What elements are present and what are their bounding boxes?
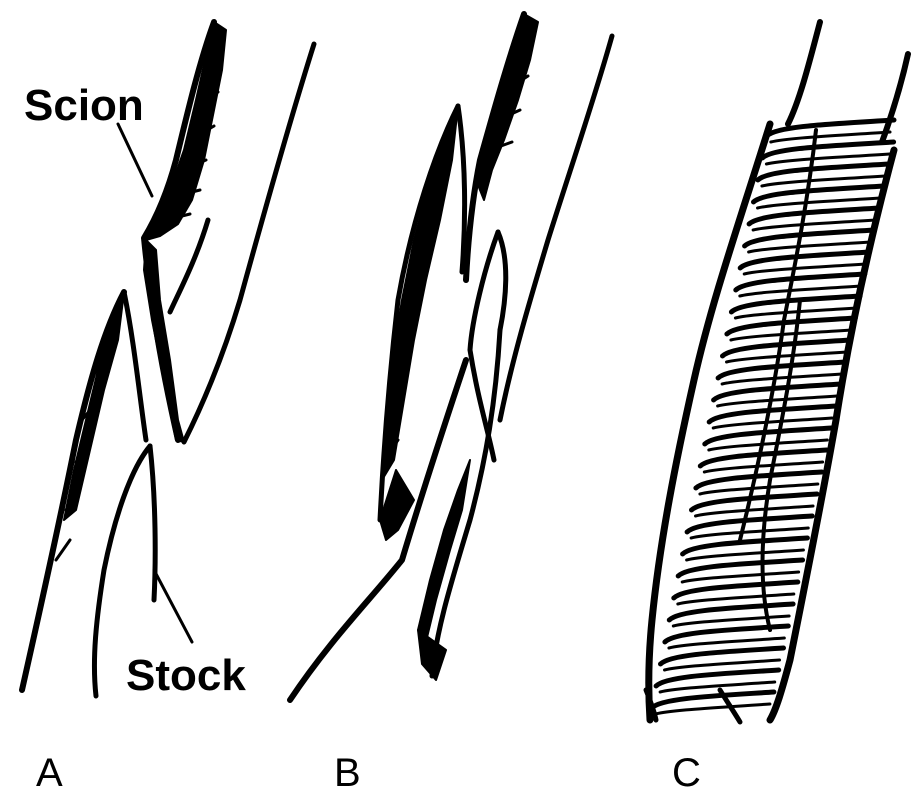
binding-wrap-edge <box>696 506 814 516</box>
panel-c-binding <box>649 120 894 720</box>
binding-wrap-edge <box>762 176 885 186</box>
binding-wrap-edge <box>704 462 822 472</box>
panel-b-drawing <box>290 14 612 700</box>
panel-label-c: C <box>672 751 701 787</box>
binding-wrap-edge <box>713 418 832 428</box>
binding-wrap-edge <box>766 154 889 164</box>
panel-a-stock <box>22 292 155 696</box>
binding-wrap-edge <box>665 660 780 670</box>
binding-wrap-edge <box>749 242 871 252</box>
panel-label-a: A <box>36 751 63 787</box>
binding-wrap-edge <box>700 484 818 494</box>
binding-wrap-edge <box>673 616 789 626</box>
binding-wrap-edge <box>758 198 881 208</box>
binding-wrap-edge <box>709 440 828 450</box>
binding-wrap-edge <box>669 638 784 648</box>
panel-label-b: B <box>334 751 361 787</box>
binding-wrap-edge <box>731 330 851 340</box>
binding-wrap-edge <box>735 308 856 318</box>
binding-wrap-edge <box>727 352 847 362</box>
binding-wrap-edge <box>771 132 890 142</box>
panel-a-scion <box>144 22 314 442</box>
scion-label: Scion <box>24 81 144 130</box>
scion-leader-line <box>118 124 152 196</box>
binding-wrap-edge <box>678 594 794 604</box>
stock-label: Stock <box>126 651 246 700</box>
binding-wrap-edge <box>682 572 798 582</box>
binding-wrap-edge <box>656 704 770 714</box>
binding-wrap-edge <box>753 220 875 230</box>
binding-wrap-edge <box>687 550 804 560</box>
panel-c-drawing <box>646 22 908 722</box>
stock-leader-line <box>154 570 192 642</box>
binding-wrap-edge <box>718 396 837 406</box>
binding-wrap-edge <box>740 286 861 296</box>
binding-wrap-edge <box>691 528 808 538</box>
binding-wrap-edge <box>722 374 842 384</box>
binding-wrap-edge <box>744 264 865 274</box>
binding-wrap-edge <box>660 682 775 692</box>
